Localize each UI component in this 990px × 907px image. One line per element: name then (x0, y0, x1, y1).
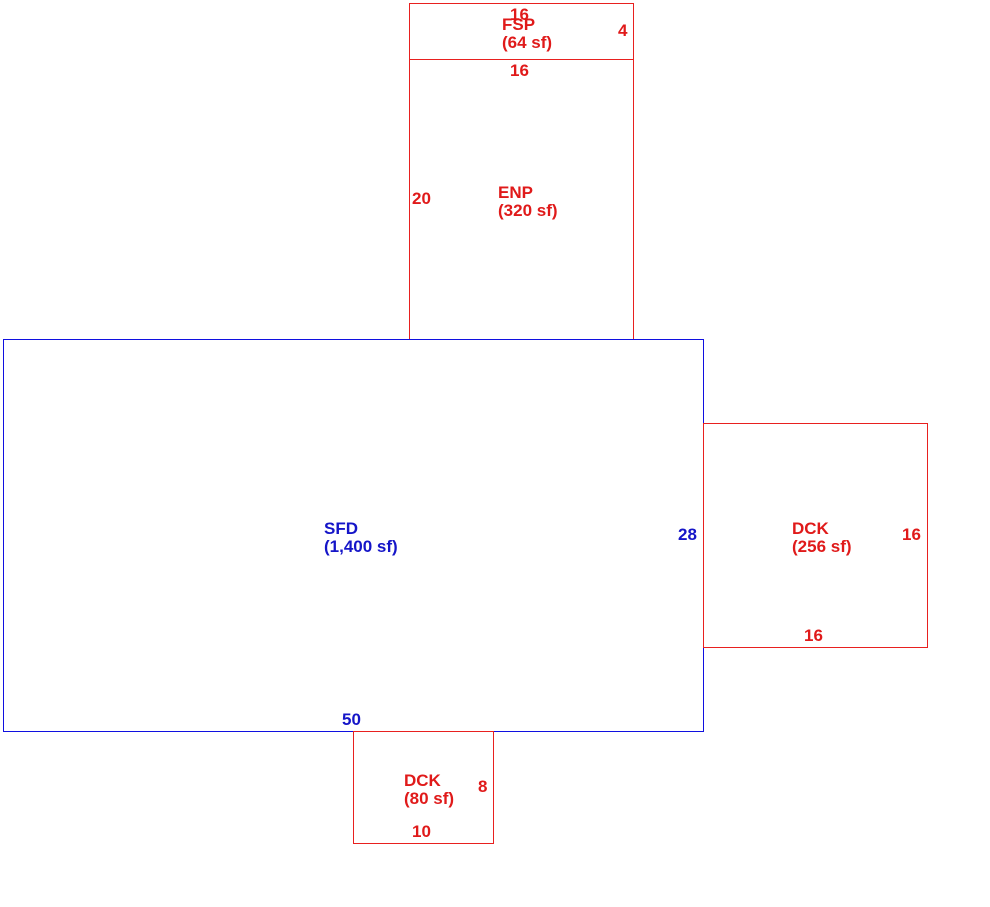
sfd-code-label: SFD (324, 519, 358, 538)
dck-right-area-outline (703, 423, 928, 648)
fsp-code-label: FSP (502, 15, 536, 34)
dck-bottom-code-label: DCK (404, 771, 441, 790)
dck-right-side-dimension: 16 (902, 525, 921, 544)
dck-bottom-area-label: (80 sf) (404, 789, 455, 808)
enp-left-dimension: 20 (412, 189, 431, 208)
dck-bottom-right-dimension: 8 (478, 777, 488, 796)
fsp-right-dimension: 4 (618, 21, 628, 40)
enp-top-dimension: 16 (510, 61, 529, 80)
fsp-area-label: (64 sf) (502, 33, 553, 52)
sfd-area-label: (1,400 sf) (324, 537, 398, 556)
dck-bottom-area-outline (353, 731, 494, 844)
enp-code-label: ENP (498, 183, 533, 202)
sfd-right-dimension: 28 (678, 525, 697, 544)
sfd-bottom-dimension: 50 (342, 710, 361, 729)
fsp-top-dimension: 16 (510, 5, 529, 24)
dck-right-area-label: (256 sf) (792, 537, 852, 556)
dck-right-bottom-dimension: 16 (804, 626, 823, 645)
enp-area-label: (320 sf) (498, 201, 558, 220)
dck-bottom-bottom-dimension: 10 (412, 822, 431, 841)
dck-right-code-label: DCK (792, 519, 829, 538)
